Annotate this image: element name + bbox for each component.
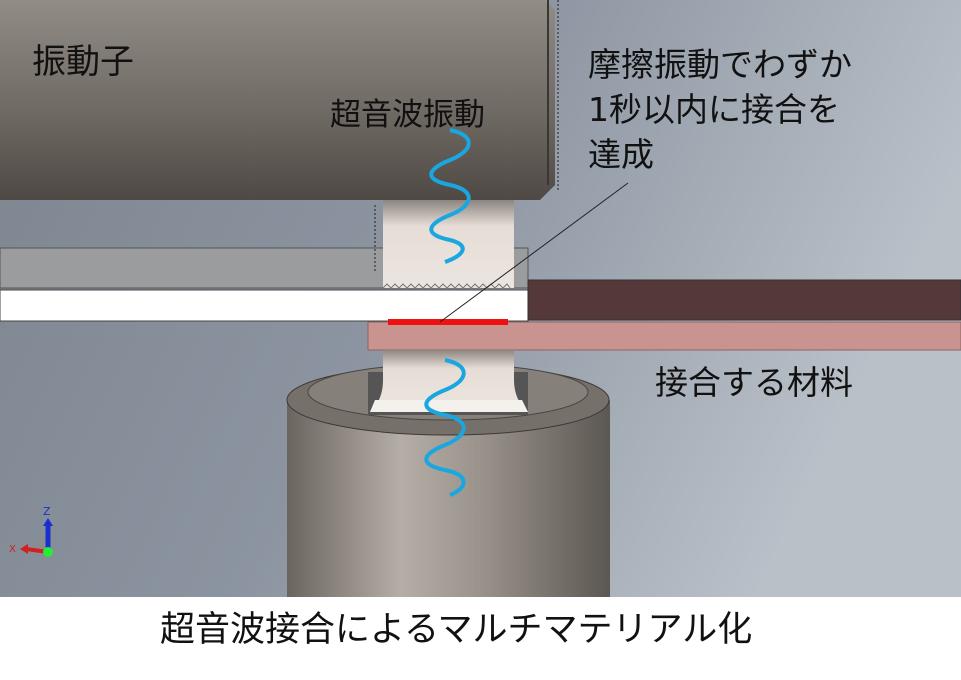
- friction-annotation: 摩擦振動でわずか 1秒以内に接合を 達成: [588, 42, 852, 177]
- anvil-tip: [370, 350, 528, 412]
- upper-material: [527, 279, 961, 321]
- svg-text:X: X: [9, 544, 16, 555]
- friction-line-1: 摩擦振動でわずか: [588, 45, 852, 84]
- vibration-spring-icon: [429, 128, 471, 264]
- transducer-horn: [0, 0, 555, 200]
- friction-line-2: 1秒以内に接合を: [588, 90, 840, 129]
- axis-triad-icon: Z X: [9, 505, 53, 557]
- lower-material: [367, 321, 961, 351]
- transducer-label: 振動子: [32, 42, 134, 82]
- white-plate: [0, 289, 529, 322]
- ultrasonic-vibration-label: 超音波振動: [330, 97, 485, 133]
- svg-text:Z: Z: [43, 505, 51, 518]
- leader-line: [439, 182, 629, 323]
- vibration-spring-icon: [424, 358, 466, 497]
- weld-zone: [388, 319, 508, 325]
- friction-line-3: 達成: [588, 135, 654, 174]
- materials-label: 接合する材料: [655, 363, 853, 402]
- horn-tip: [383, 200, 514, 288]
- figure-caption: 超音波接合によるマルチマテリアル化: [160, 610, 753, 650]
